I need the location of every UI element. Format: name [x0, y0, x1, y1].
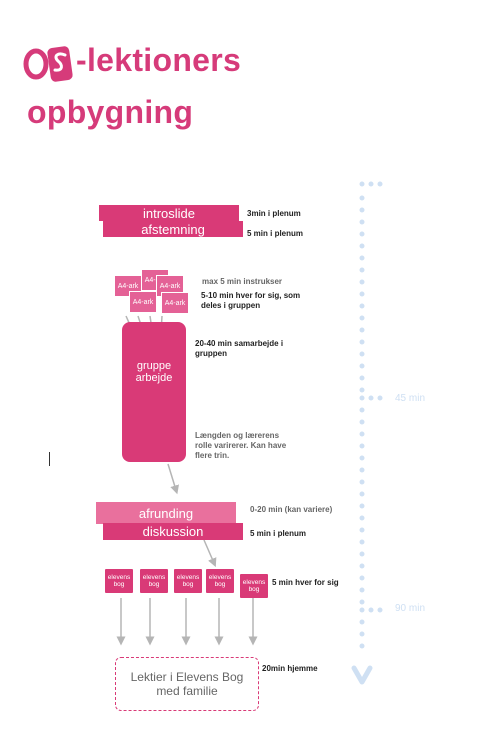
timeline-mark-45: 45 min [395, 393, 426, 404]
homework-line1: Lektier i Elevens Bog [130, 670, 244, 684]
page-title-line2: opbygning [27, 94, 194, 130]
text-cursor [49, 452, 50, 466]
timeline-dots [351, 181, 383, 685]
group-label-2: arbejde [135, 372, 173, 384]
timeline-mark-90: 90 min [395, 603, 426, 614]
homework-line2: med familie [156, 684, 218, 698]
individual-note: 5-10 min hver for sig, som deles i grupp… [201, 291, 301, 310]
afstemning-note: 5 min i plenum [247, 229, 304, 238]
instruks-note: max 5 min instrukser [202, 277, 283, 286]
a4-sheet: A4-ark [161, 292, 189, 314]
homework-note: 20min hjemme [262, 664, 318, 673]
group-work-box: gruppe arbejde [122, 322, 186, 462]
logo-icon [23, 46, 73, 82]
introslide-bar: introslide [99, 205, 239, 221]
a4-sheet: A4-ark [129, 291, 157, 313]
homework-box: Lektier i Elevens Bog med familie [115, 657, 259, 711]
diskussion-bar: diskussion [103, 523, 243, 540]
roles-note: Længden og lærerens rolle varirerer. Kan… [195, 431, 287, 460]
afrunding-bar: afrunding [96, 502, 236, 524]
page-title-line1: -lektioners [76, 42, 242, 78]
diskussion-note: 5 min i plenum [250, 529, 307, 538]
introslide-note: 3min i plenum [247, 209, 301, 218]
afrunding-note: 0-20 min (kan variere) [250, 505, 333, 514]
books-note: 5 min hver for sig [272, 578, 339, 587]
logo [22, 44, 76, 84]
afstemning-bar: afstemning [103, 221, 243, 237]
group-label-1: gruppe [136, 360, 172, 372]
group-note: 20-40 min samarbejde i gruppen [195, 339, 284, 358]
